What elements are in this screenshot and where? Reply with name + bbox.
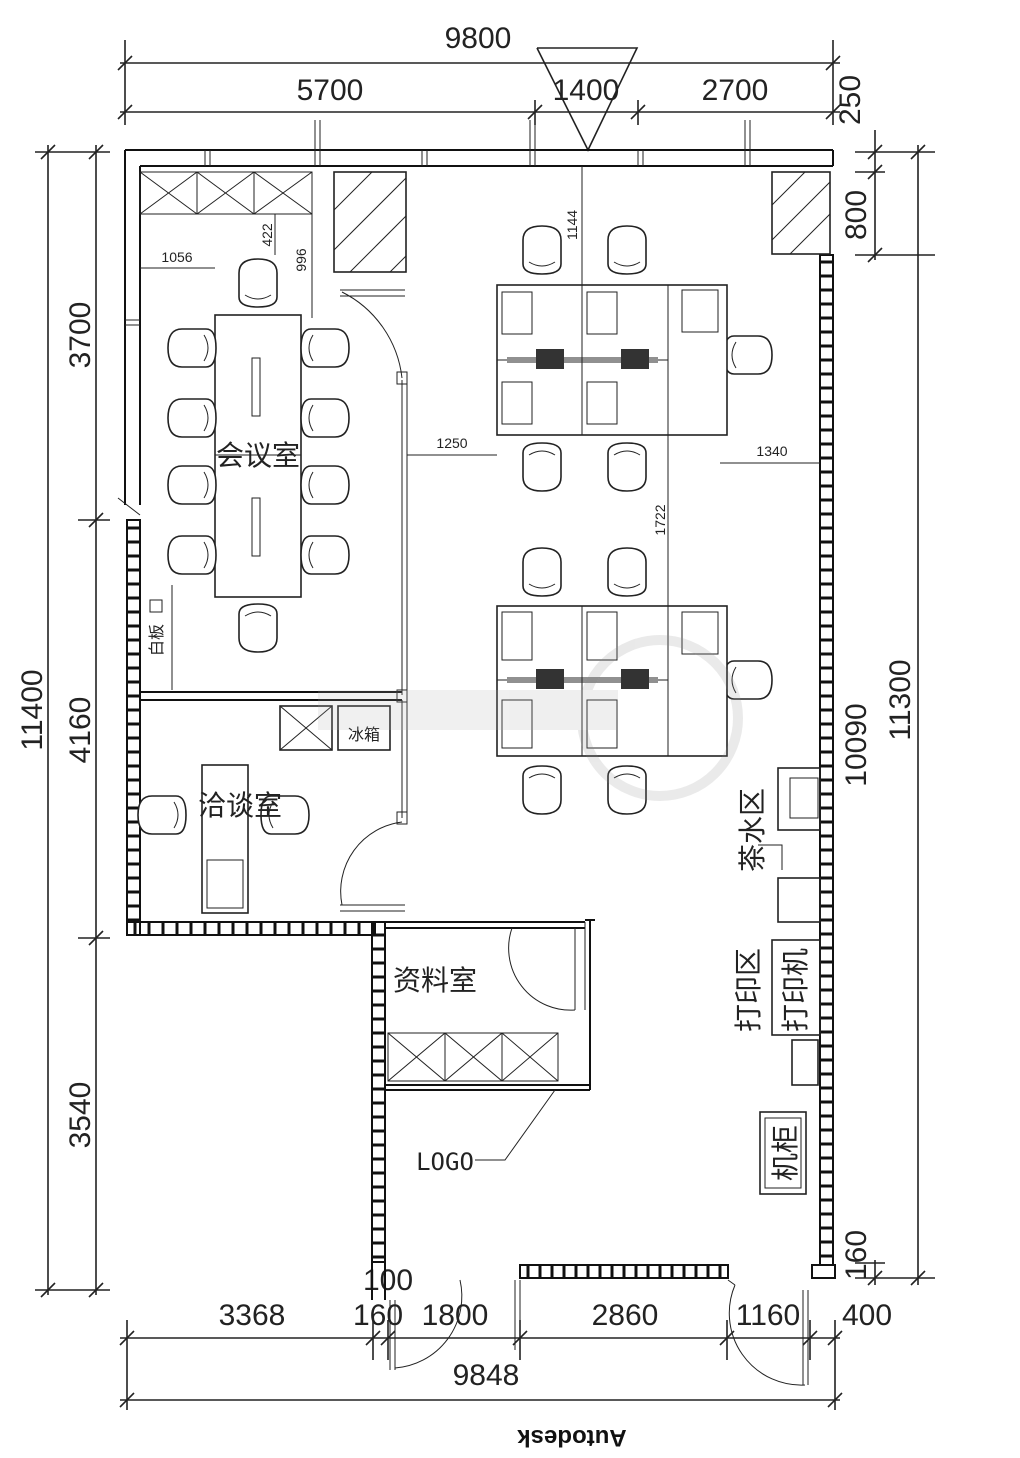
wall-hatching: [127, 260, 833, 1278]
chair: [723, 335, 773, 375]
dim-bottom-100: 100: [363, 1264, 413, 1297]
dim-overall-width: 9800: [445, 22, 512, 55]
chair: [300, 535, 350, 575]
dim-996: 996: [293, 248, 309, 272]
dim-left-3700: 3700: [64, 302, 97, 369]
chair: [300, 398, 350, 438]
chair: [607, 765, 647, 815]
chair: [167, 398, 217, 438]
service-area: 茶水区 打印机 打印区 机柜: [732, 767, 821, 1195]
structural-column-right: [771, 171, 831, 255]
fridge-label: 冰箱: [348, 725, 380, 744]
chair: [300, 328, 350, 368]
dim-bottom-400: 400: [842, 1299, 892, 1332]
chair: [238, 258, 278, 308]
dim-left-total: 11400: [16, 669, 49, 750]
archive-room-label: 资料室: [393, 964, 477, 997]
screen-label: 白板: [147, 624, 166, 656]
print-area-label: 打印区: [732, 948, 765, 1032]
conference-table: [214, 314, 302, 598]
chairs: [137, 225, 773, 835]
autodesk-brand-label: Autodesk: [517, 1424, 627, 1451]
dim-right-250: 250: [834, 75, 867, 125]
chair: [137, 795, 187, 835]
dim-1144: 1144: [564, 210, 580, 240]
dim-right-10090: 10090: [840, 703, 873, 786]
chair: [167, 535, 217, 575]
dim-bottom-3368: 3368: [219, 1299, 286, 1332]
tea-area-label: 茶水区: [736, 788, 769, 872]
dim-bottom-160: 160: [353, 1299, 403, 1332]
watermark: [318, 635, 743, 801]
dim-right-160: 160: [840, 1230, 873, 1280]
dim-left-3540: 3540: [64, 1082, 97, 1149]
workstation-cluster-top: [496, 284, 728, 436]
server-cabinet-label: 机柜: [769, 1125, 802, 1181]
whiteboard-marker: [149, 599, 163, 613]
meeting-room-label: 会议室: [216, 439, 300, 472]
entrance-triangle-marker: [536, 47, 639, 152]
structural-column-left: [333, 171, 407, 273]
right-dimensions: 250 800 10090 11300 160: [834, 75, 935, 1286]
archive-room: 资料室 LOGO: [385, 919, 595, 1176]
dim-1056: 1056: [161, 249, 192, 265]
workstation-cluster-bottom: [496, 605, 728, 757]
chair: [522, 225, 562, 275]
dim-1340: 1340: [756, 443, 787, 459]
logo-label: LOGO: [416, 1148, 474, 1176]
inner-dimensions: 1056 422 996 1144 1250 1340 1722: [140, 166, 820, 606]
dim-right-11300: 11300: [884, 659, 917, 740]
printer-label: 打印机: [779, 948, 812, 1032]
negotiation-room-label: 洽谈室: [198, 789, 282, 822]
dim-left-4160: 4160: [64, 697, 97, 764]
dim-top-2700: 2700: [702, 74, 769, 107]
dim-bottom-total: 9848: [453, 1359, 520, 1392]
meeting-room: 白板 会议室: [140, 289, 408, 703]
chair: [522, 765, 562, 815]
chair: [167, 465, 217, 505]
bottom-dimensions: 3368 160 1800 2860 1160 400 9848 100: [119, 1264, 892, 1410]
chair: [607, 547, 647, 597]
fridge-unit: [279, 705, 333, 751]
dim-top-5700: 5700: [297, 74, 364, 107]
top-dimensions: 9800 5700 1400 2700: [117, 22, 841, 152]
dim-bottom-2860: 2860: [592, 1299, 659, 1332]
left-dimensions: 11400 3700 4160 3540: [16, 144, 110, 1298]
chair: [607, 225, 647, 275]
dim-right-800: 800: [840, 190, 873, 240]
chair: [238, 603, 278, 653]
entry-doors: [389, 1279, 809, 1386]
negotiation-table: [201, 764, 249, 914]
dim-1250: 1250: [436, 435, 467, 451]
chair: [260, 795, 310, 835]
dim-top-1400: 1400: [553, 74, 620, 107]
dim-1722: 1722: [652, 504, 668, 535]
chair: [167, 328, 217, 368]
chair: [300, 465, 350, 505]
dim-422: 422: [259, 223, 275, 247]
chair: [522, 442, 562, 492]
chair: [607, 442, 647, 492]
dim-bottom-1160: 1160: [736, 1299, 801, 1332]
chair: [522, 547, 562, 597]
wall-cabinets-top: [139, 171, 313, 215]
negotiation-room: 冰箱 洽谈室: [198, 700, 408, 914]
outer-walls: [117, 120, 836, 1300]
